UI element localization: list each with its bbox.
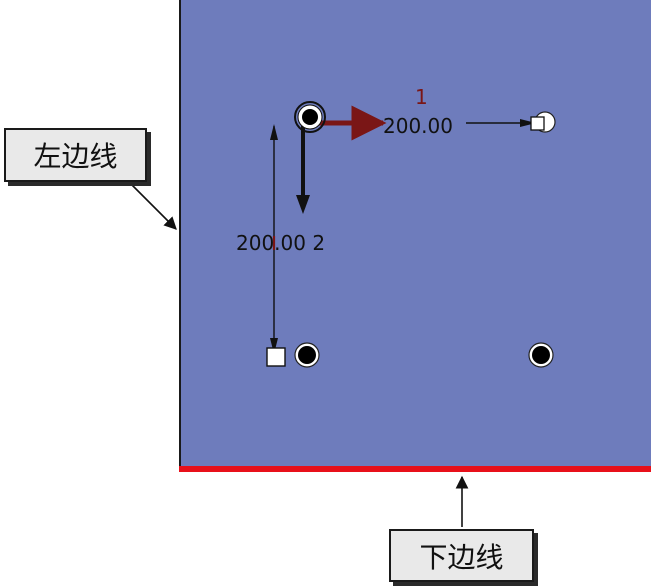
left-edge-label: 左边线 bbox=[33, 140, 118, 173]
horizontal-dimension-arrow bbox=[520, 119, 536, 127]
left-callout-leader bbox=[127, 180, 177, 230]
left-edge-callout: 左边线 bbox=[4, 128, 147, 182]
vertical-dimension-bottom-arrow bbox=[270, 338, 278, 354]
bottom-edge-callout: 下边线 bbox=[389, 529, 534, 582]
horizontal-constraint-number: 1 bbox=[415, 85, 428, 109]
y-axis-arrow-head bbox=[296, 195, 310, 214]
top-right-dimension-handle-icon[interactable] bbox=[530, 116, 545, 131]
plate-face[interactable] bbox=[179, 0, 651, 467]
horizontal-dimension-value[interactable]: 200.00 bbox=[383, 114, 453, 138]
bottom-edge-label: 下边线 bbox=[419, 540, 504, 574]
vertical-dimension-value[interactable]: 200.00 2 bbox=[236, 231, 325, 255]
bottom-left-dimension-handle-icon[interactable] bbox=[266, 347, 286, 367]
origin-point-icon[interactable] bbox=[294, 101, 326, 133]
vertical-dimension-top-arrow bbox=[270, 124, 278, 140]
origin-core-icon bbox=[302, 109, 318, 125]
bottom-right-point-core-icon bbox=[532, 346, 550, 364]
bottom-left-point-core-icon bbox=[298, 346, 316, 364]
bottom-edge-highlight[interactable] bbox=[179, 466, 651, 472]
